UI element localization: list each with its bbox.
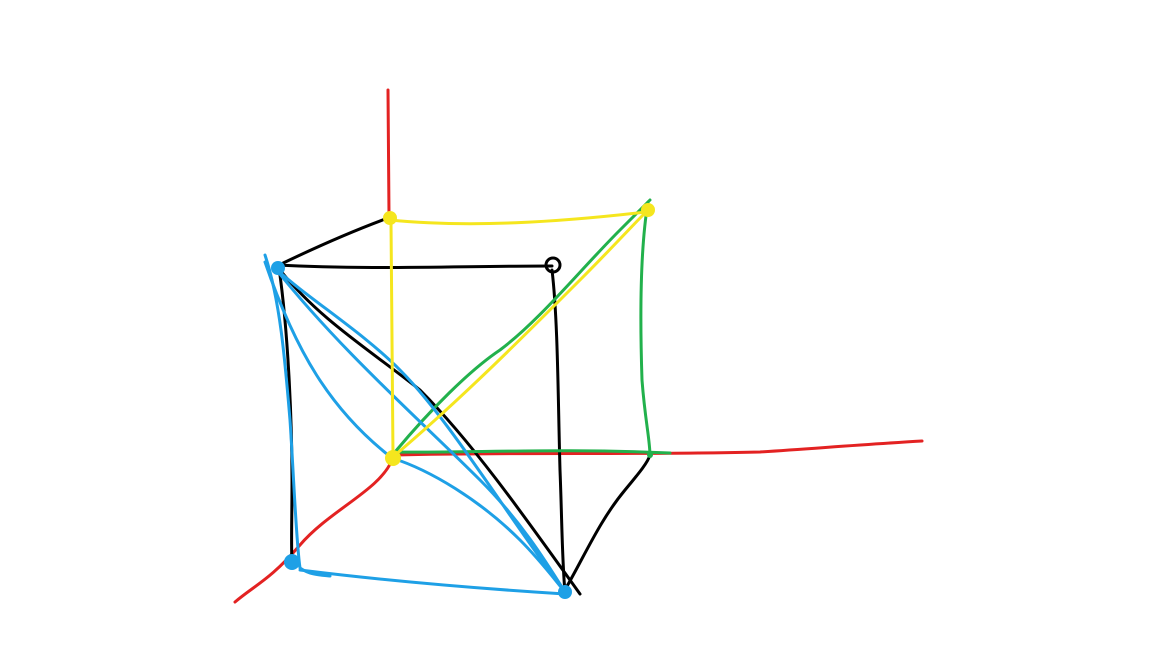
vertices <box>271 203 655 599</box>
yellow-vertex-top-right <box>641 203 655 217</box>
diagonal-black <box>278 268 582 596</box>
blue-cross-edge <box>390 456 567 594</box>
edge-front-right <box>550 268 567 594</box>
yellow-top-edge <box>388 210 648 226</box>
z-axis-line <box>386 88 391 217</box>
y-axis-line <box>233 458 394 604</box>
blue-front-edge <box>263 260 394 460</box>
edge-top-left <box>275 216 390 268</box>
edge-bottom-right <box>564 453 652 590</box>
blue-vertex-top-left <box>271 261 285 275</box>
black-vertex-ring <box>544 256 562 274</box>
blue-diagonal-2 <box>273 266 567 594</box>
blue-diagonal-1 <box>273 266 567 594</box>
yellow-triangle <box>388 210 648 458</box>
axes <box>233 88 924 604</box>
yellow-diagonal-edge <box>392 210 648 458</box>
green-diagonal <box>393 198 652 454</box>
blue-tetra-edges <box>263 253 567 596</box>
blue-vertex-bottom-left <box>284 554 300 570</box>
green-path <box>393 198 672 458</box>
green-vertical <box>639 200 652 458</box>
yellow-vertex-top-left <box>383 211 397 225</box>
x-axis-line <box>393 439 924 457</box>
yellow-vertex-origin <box>385 450 401 466</box>
yellow-vertical-edge <box>389 220 395 458</box>
blue-vertex-bottom-right <box>558 585 572 599</box>
edge-top-front <box>275 263 554 270</box>
blue-bottom-edge <box>298 568 567 596</box>
green-horizontal <box>393 449 672 455</box>
green-vertex-right <box>647 452 653 458</box>
